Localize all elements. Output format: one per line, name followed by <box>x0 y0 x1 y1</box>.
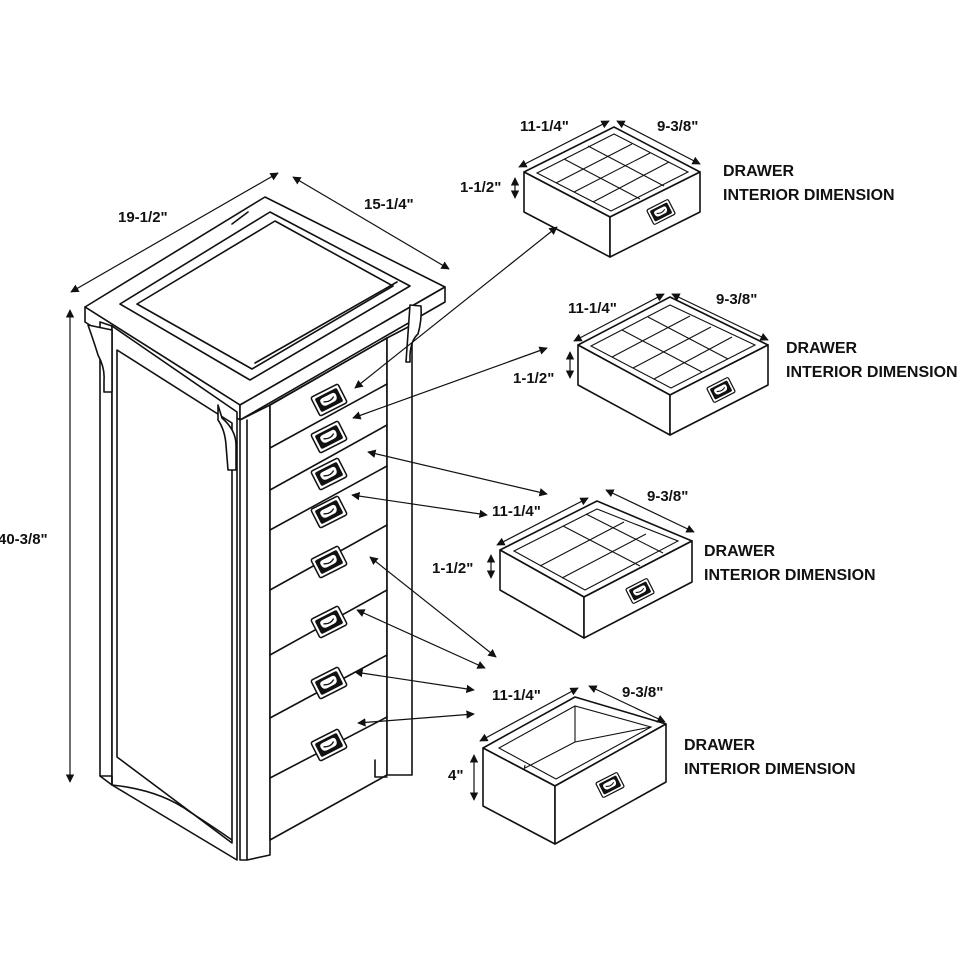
armoire-cabinet <box>84 196 446 861</box>
drawer-3-caption-line-1: DRAWER <box>704 543 776 560</box>
drawer-2-height-label: 1-1/2" <box>513 370 554 387</box>
drawer-4-caption-line-1: DRAWER <box>684 737 756 754</box>
drawer-3-caption-line-2: INTERIOR DIMENSION <box>704 567 876 584</box>
drawer-4-caption-line-2: INTERIOR DIMENSION <box>684 761 856 778</box>
drawer-4-height-label: 4" <box>448 767 463 784</box>
drawer-2-width-label: 9-3/8" <box>716 291 757 308</box>
cabinet-height-label: 40-3/8" <box>0 531 48 548</box>
drawer-3-height-label: 1-1/2" <box>432 560 473 577</box>
drawer-1-caption-line-1: DRAWER <box>723 163 795 180</box>
leader-arrows <box>351 226 558 727</box>
drawer-1-caption-line-2: INTERIOR DIMENSION <box>723 187 895 204</box>
drawer-2-length-label: 11-1/4" <box>568 300 617 317</box>
drawer-1-length-label: 11-1/4" <box>520 118 569 135</box>
drawer-2-caption-line-2: INTERIOR DIMENSION <box>786 364 958 381</box>
drawer-2-caption-line-1: DRAWER <box>786 340 858 357</box>
drawer-diagram-3: 11-1/4" 9-3/8" 1-1/2" DRAWER INTERIOR DI… <box>432 488 876 639</box>
drawer-4-length-label: 11-1/4" <box>492 687 541 704</box>
cabinet-dimensions: 19-1/2" 15-1/4" 40-3/8" <box>0 172 450 783</box>
cabinet-depth-label: 15-1/4" <box>364 196 414 213</box>
drawer-1-width-label: 9-3/8" <box>657 118 698 135</box>
drawer-4-width-label: 9-3/8" <box>622 684 663 701</box>
drawer-diagram-4: 11-1/4" 9-3/8" 4" DRAWER INTERIOR DIMENS… <box>448 684 856 845</box>
drawer-3-width-label: 9-3/8" <box>647 488 688 505</box>
drawer-diagram-1: 11-1/4" 9-3/8" 1-1/2" DRAWER INTERIOR DI… <box>460 118 895 258</box>
drawer-diagram-2: 11-1/4" 9-3/8" 1-1/2" DRAWER INTERIOR DI… <box>513 291 958 436</box>
drawer-1-height-label: 1-1/2" <box>460 179 501 196</box>
drawer-3-length-label: 11-1/4" <box>492 503 541 520</box>
cabinet-width-label: 19-1/2" <box>118 209 168 226</box>
